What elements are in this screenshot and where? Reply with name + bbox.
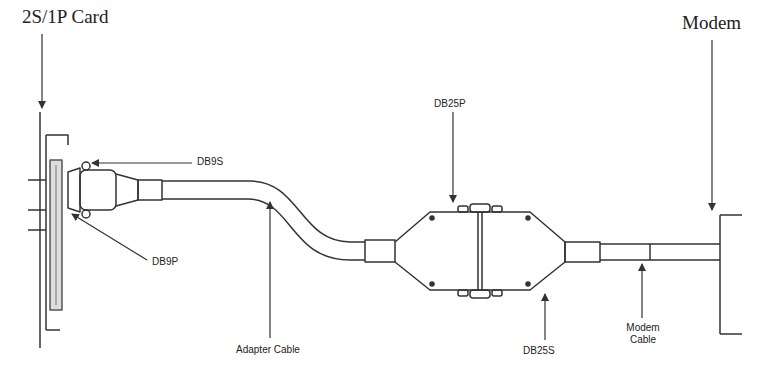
modem-label: Modem — [682, 12, 741, 34]
connector-label: DB25S — [523, 345, 555, 357]
db25-connectors — [395, 204, 565, 298]
adapter-cable — [162, 181, 395, 262]
modem-side — [720, 215, 742, 334]
card-bracket — [28, 112, 68, 348]
cable-label: Modem Cable — [620, 322, 666, 345]
cable-label: Adapter Cable — [236, 344, 300, 356]
card-label: 2S/1P Card — [22, 6, 108, 28]
connector-label: DB9S — [197, 156, 223, 168]
modem-cable — [565, 242, 720, 262]
connector-label: DB9P — [152, 256, 178, 268]
db9-connector — [68, 162, 162, 218]
leader-lines — [42, 34, 712, 340]
connector-label: DB25P — [434, 98, 466, 110]
